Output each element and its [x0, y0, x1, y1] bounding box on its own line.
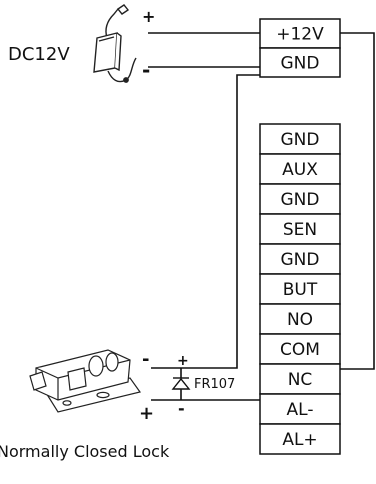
- lock-label: Normally Closed Lock: [0, 442, 170, 461]
- controller-terminal-label: AL-: [287, 400, 314, 420]
- power-terminal-label: +12V: [276, 25, 324, 45]
- controller-terminal-label: NC: [288, 370, 313, 390]
- diode-icon: [171, 377, 191, 390]
- diode-plus-sign: +: [177, 353, 189, 369]
- diode-label: FR107: [194, 377, 235, 392]
- controller-terminal-label: AL+: [282, 430, 317, 450]
- controller-terminal-label: GND: [281, 250, 320, 270]
- controller-terminal-label: AUX: [282, 160, 318, 180]
- controller-terminal-label: BUT: [283, 280, 318, 300]
- power-minus-sign: -: [142, 58, 150, 82]
- power-adapter-icon: [93, 4, 137, 83]
- controller-terminal-10: AL+: [259, 423, 341, 455]
- controller-terminal-0: GND: [259, 123, 341, 155]
- controller-terminal-3: SEN: [259, 213, 341, 245]
- controller-terminal-9: AL-: [259, 393, 341, 425]
- controller-terminal-2: GND: [259, 183, 341, 215]
- power-terminal-1: GND: [259, 47, 341, 78]
- controller-terminal-label: COM: [280, 340, 320, 360]
- wires: [148, 32, 375, 401]
- lock-plus-sign: +: [139, 403, 154, 424]
- power-terminal-label: GND: [281, 54, 320, 74]
- power-terminal-0: +12V: [259, 18, 341, 49]
- controller-terminal-block: GND AUX GND SEN GND BUT NO COM NC AL- AL+: [259, 123, 341, 455]
- wire-gnd-to-lock: [151, 74, 260, 369]
- controller-terminal-7: COM: [259, 333, 341, 365]
- controller-terminal-1: AUX: [259, 153, 341, 185]
- controller-terminal-label: GND: [281, 130, 320, 150]
- lock-minus-sign: -: [142, 349, 149, 370]
- controller-terminal-4: GND: [259, 243, 341, 275]
- controller-terminal-6: NO: [259, 303, 341, 335]
- controller-terminal-5: BUT: [259, 273, 341, 305]
- controller-terminal-label: GND: [281, 190, 320, 210]
- power-plus-sign: +: [142, 7, 155, 26]
- diode-minus-sign: -: [178, 399, 185, 418]
- controller-terminal-label: SEN: [283, 220, 317, 240]
- dc12v-label: DC12V: [8, 44, 70, 65]
- wire-12v-to-com: [340, 32, 375, 370]
- lock-icon: [29, 349, 142, 413]
- controller-terminal-8: NC: [259, 363, 341, 395]
- controller-terminal-label: NO: [287, 310, 313, 330]
- power-terminal-block: +12V GND: [259, 18, 341, 78]
